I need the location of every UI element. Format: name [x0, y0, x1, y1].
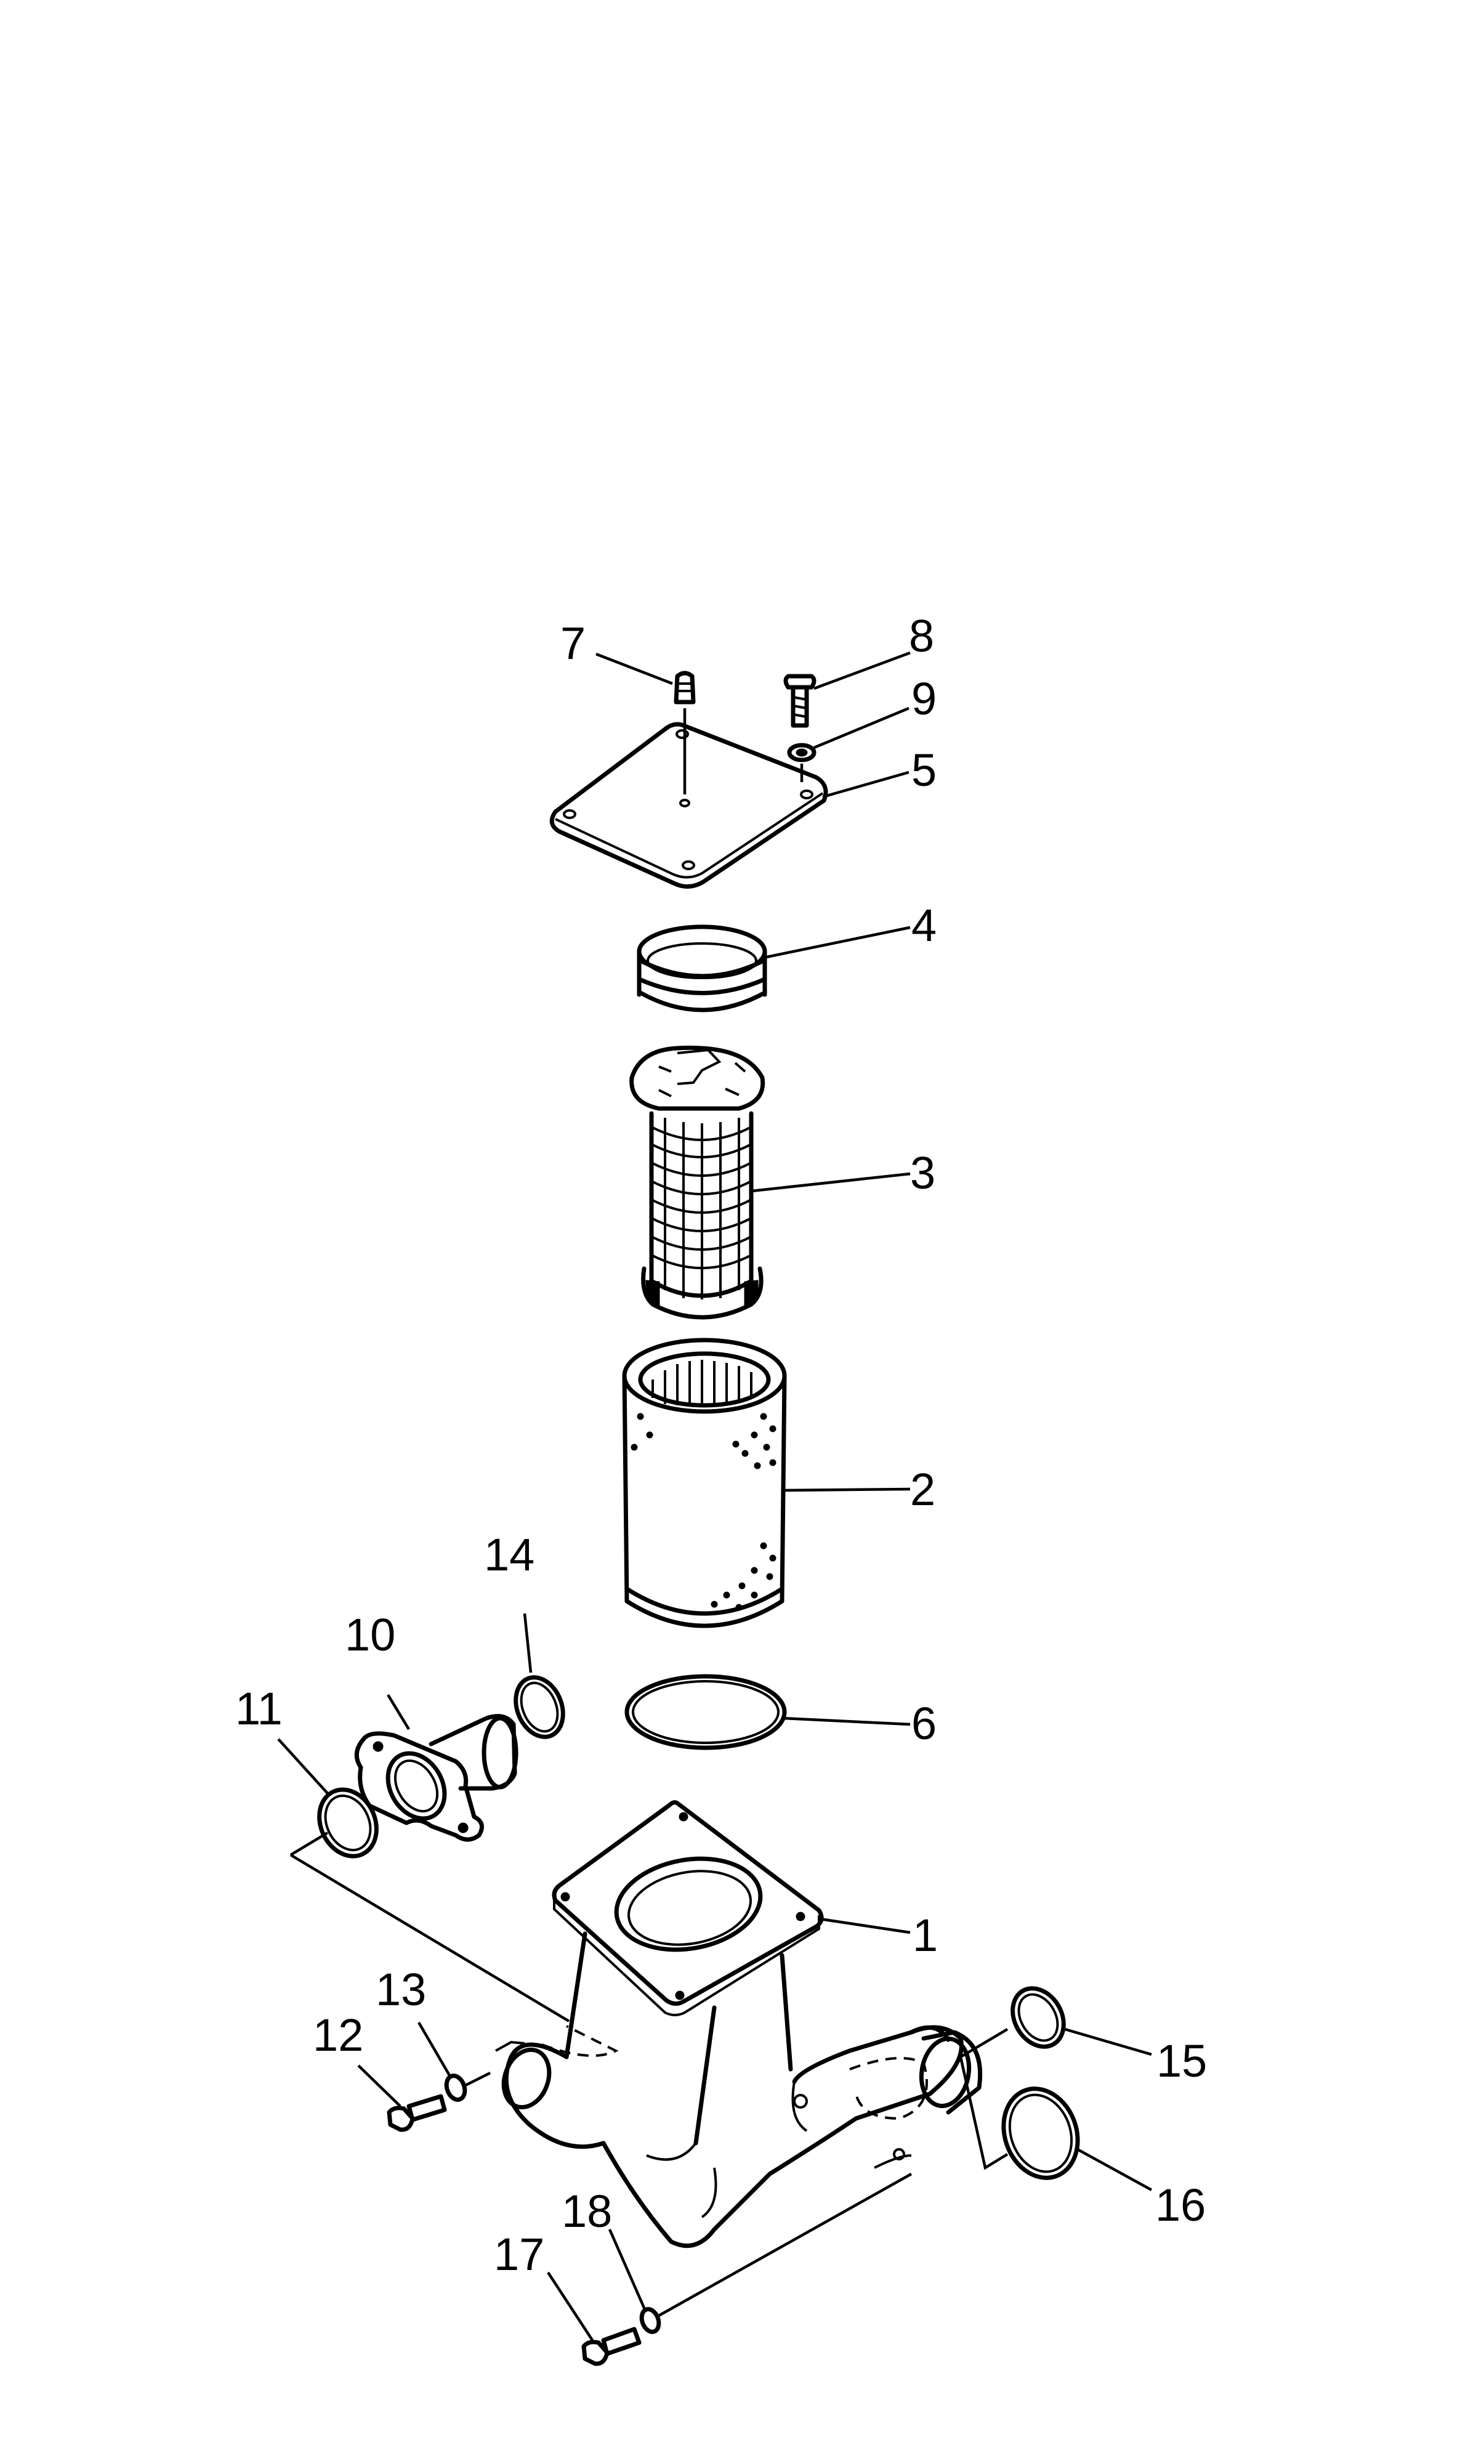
part-12-bolt — [387, 2094, 447, 2132]
callout-1: 1 — [913, 1910, 938, 1961]
part-2-case — [622, 1338, 787, 1628]
callout-7: 7 — [560, 618, 586, 669]
callout-labels: 7 8 9 5 4 3 2 14 10 6 11 1 13 12 15 16 1… — [235, 610, 1207, 2280]
part-11-o-ring — [317, 1787, 379, 1859]
callout-16: 16 — [1155, 2179, 1206, 2231]
part-8-bolt — [783, 674, 817, 728]
leader-lines — [277, 651, 1153, 2341]
callout-12: 12 — [313, 2010, 363, 2061]
callout-17: 17 — [494, 2229, 544, 2280]
callout-8: 8 — [909, 610, 934, 661]
part-1-housing — [495, 1800, 983, 2248]
part-9-washer — [787, 743, 817, 782]
assembly-lines — [289, 1832, 1009, 2170]
callout-6: 6 — [911, 1698, 937, 1749]
callout-4: 4 — [911, 900, 937, 951]
part-5-cover-plate — [549, 722, 828, 889]
perforation-dots — [631, 1413, 776, 1611]
callout-10: 10 — [345, 1609, 395, 1660]
part-14-o-ring — [514, 1675, 565, 1739]
part-15-o-ring — [1010, 1986, 1066, 2049]
callout-5: 5 — [911, 745, 937, 796]
callout-9: 9 — [911, 673, 937, 724]
callout-11: 11 — [235, 1683, 283, 1734]
part-6-o-ring — [624, 1674, 787, 1750]
callout-2: 2 — [910, 1464, 935, 1515]
part-7-plug — [674, 671, 696, 794]
callout-15: 15 — [1156, 2035, 1207, 2086]
callout-18: 18 — [562, 2186, 612, 2237]
callout-13: 13 — [376, 1964, 426, 2015]
callout-14: 14 — [484, 1529, 534, 1580]
part-18-washer — [639, 2173, 913, 2334]
part-17-bolt — [581, 2327, 642, 2366]
part-3-filter-element — [629, 1045, 765, 1320]
part-10-flange — [354, 1714, 518, 1842]
part-13-washer — [444, 2071, 491, 2102]
part-4-spring — [637, 924, 767, 1012]
callout-3: 3 — [910, 1147, 935, 1198]
part-16-o-ring — [1001, 2086, 1080, 2180]
